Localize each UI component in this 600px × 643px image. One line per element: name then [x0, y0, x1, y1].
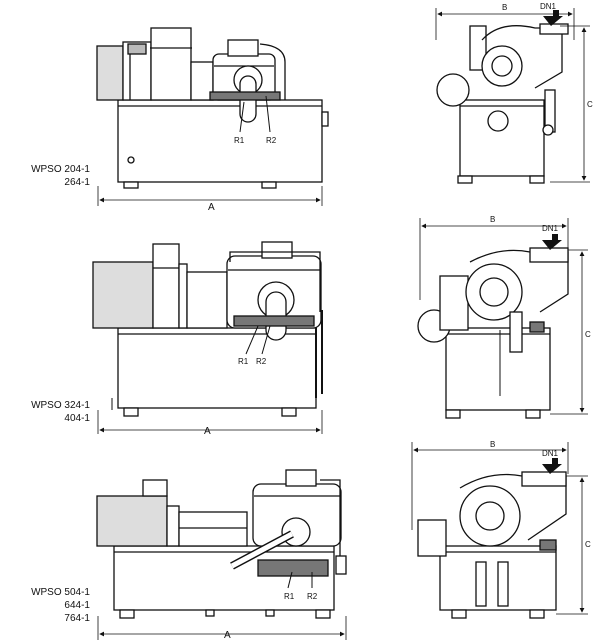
dim-c-label-2: C: [585, 330, 591, 339]
oil-tank-3: [113, 545, 335, 611]
inlet-arrow-3: [542, 458, 562, 474]
model-label-2a: WPSO 324-1: [31, 400, 90, 411]
dim-c-label-1: C: [587, 100, 593, 109]
oil-tank-end-1: [459, 99, 545, 177]
motor-1: [96, 45, 124, 101]
oil-tank-end-2: [445, 327, 551, 411]
model-label-1b: 264-1: [64, 177, 90, 188]
inlet-label-1: DN1: [540, 2, 557, 11]
motor-2: [92, 261, 154, 329]
model-label-2b: 404-1: [64, 413, 90, 424]
inlet-label-2: DN1: [542, 224, 559, 233]
oil-tank-1: [117, 99, 323, 183]
dim-b-label-2: B: [490, 215, 496, 224]
inlet-label-3: DN1: [542, 449, 559, 458]
side-view-2: [92, 241, 323, 434]
model-label-1a: WPSO 204-1: [31, 164, 90, 175]
dim-c-label-3: C: [585, 540, 591, 549]
side-view-1: [96, 27, 329, 206]
dim-a-label-2: A: [204, 426, 211, 437]
oil-tank-2: [117, 327, 317, 409]
port-r2-label-2: R2: [256, 357, 267, 366]
dim-a-label-1: A: [208, 202, 215, 213]
dim-b-label-3: B: [490, 440, 496, 449]
inlet-arrow-2: [542, 234, 562, 250]
port-r2-label-1: R2: [266, 136, 277, 145]
end-view-3: [411, 442, 588, 619]
model-label-3a: WPSO 504-1: [31, 587, 90, 598]
model-label-3c: 764-1: [64, 613, 90, 624]
dim-b-label-1: B: [502, 3, 508, 12]
port-r2-label-3: R2: [307, 592, 318, 601]
end-view-1: [435, 8, 590, 184]
side-view-3: [96, 469, 347, 640]
dim-a-label-3: A: [224, 630, 231, 641]
model-label-3b: 644-1: [64, 600, 90, 611]
port-r1-label-1: R1: [234, 136, 245, 145]
port-r1-label-3: R1: [284, 592, 295, 601]
end-view-2: [417, 218, 588, 419]
motor-3: [96, 495, 168, 547]
port-r1-label-2: R1: [238, 357, 249, 366]
